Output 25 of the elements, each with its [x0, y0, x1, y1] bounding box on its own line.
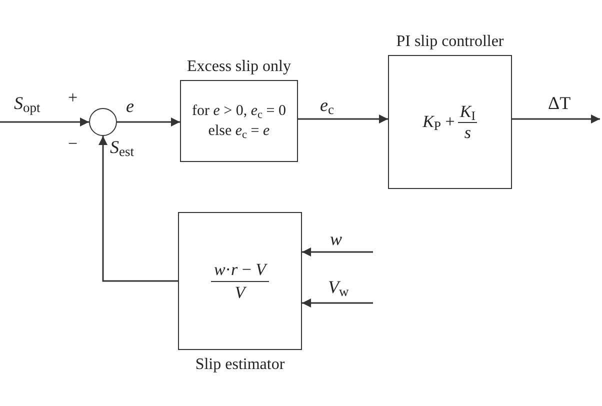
signal-arrow	[117, 118, 180, 126]
block-title: PI slip controller	[395, 32, 505, 52]
fraction-numerator: w·r − V	[210, 258, 270, 282]
signal-label: ΔT	[548, 92, 571, 114]
block-title: Slip estimator	[194, 355, 286, 375]
fraction-denominator: s	[464, 122, 471, 142]
signal-label: e$_{c}$	[320, 94, 334, 116]
block-title: Excess slip only	[186, 57, 292, 77]
block-formula: for e > 0, e$_{c}$ = 0 else e$_{c}$ = e	[190, 102, 288, 141]
signal-label: w	[330, 228, 342, 250]
formula-term: K$_{P}$ +	[422, 111, 455, 135]
signal-label: S$_{opt}$	[14, 92, 40, 114]
signal-arrow	[98, 136, 178, 282]
signal-label: V$_{w}$	[328, 276, 349, 298]
signal-arrow	[302, 298, 373, 308]
signal-arrow	[0, 118, 89, 126]
signal-arrow	[512, 114, 600, 124]
signal-arrow	[302, 248, 373, 256]
signal-label: S$_{est}$	[110, 136, 134, 158]
signal-label: e	[126, 95, 134, 117]
sign-label: −	[68, 135, 78, 152]
fraction-numerator: K$_{I}$	[458, 102, 478, 122]
fraction-denominator: V	[234, 282, 246, 304]
signal-arrow	[298, 114, 388, 124]
sign-label: +	[68, 89, 78, 106]
